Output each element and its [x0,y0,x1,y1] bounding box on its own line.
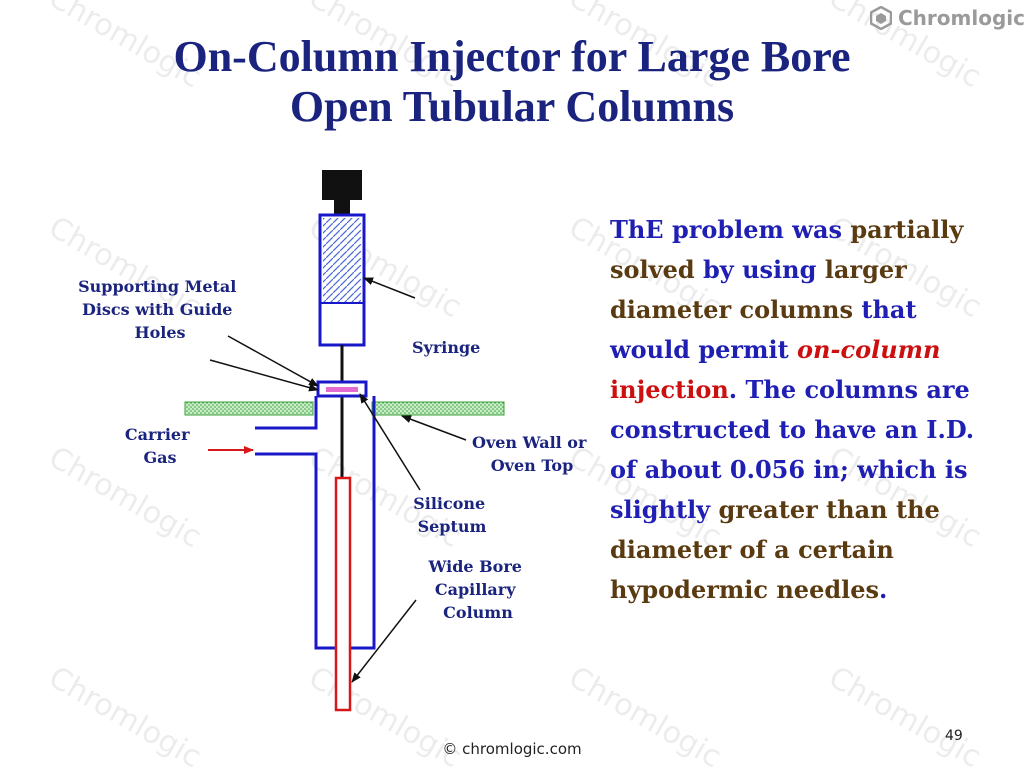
text-segment: . [879,575,888,604]
label-oven-wall: Oven Wall or Oven Top [472,433,592,475]
text-segment: greater than the diameter of a certain h… [610,495,940,604]
oven-wall [184,401,314,416]
text-segment: using [742,255,817,284]
label-supporting-discs: Supporting Metal Discs with Guide Holes [78,277,242,342]
leader-arrow [351,599,417,683]
leader-arrow [363,277,416,299]
text-segment: ThE problem was [610,215,843,244]
text-segment: . The columns are constructed to have an… [610,375,975,524]
leader-arrow [401,415,467,441]
text-segment: by [703,255,734,284]
leader-arrow [359,393,421,491]
label-syringe: Syringe [412,338,480,357]
septum-disc [316,380,368,398]
capillary-column [334,476,352,712]
label-capillary-column: Wide Bore Capillary Column [427,557,527,622]
page-title: On-Column Injector for Large Bore Open T… [60,32,964,132]
text-segment: larger diameter columns [610,255,907,324]
copyright-footer: © chromlogic.com [442,740,582,758]
leader-arrow [227,335,319,387]
injector-diagram: Supporting Metal Discs with Guide Holes … [78,170,592,712]
brand-name: Chromlogic [898,6,1024,30]
text-segment: injection [610,375,729,404]
text-segment: that would permit [610,295,917,364]
text-segment: partially solved [610,215,964,284]
leader-arrow [209,359,319,392]
injector-body [255,396,376,650]
syringe [318,170,366,482]
label-silicone-septum: Silicone Septum [413,494,491,536]
title-line-2: Open Tubular Columns [289,82,735,131]
label-carrier-gas: Carrier Gas [125,425,195,467]
title-line-1: On-Column Injector for Large Bore [173,32,851,81]
text-segment-emphasis: on-column [797,335,941,364]
brand-logo: Chromlogic [870,6,1024,30]
page-number: 49 [945,728,963,744]
oven-wall [371,401,505,416]
hexagon-logo-icon [870,6,892,30]
description-paragraph: ThE problem was partially solved by usin… [610,210,995,610]
